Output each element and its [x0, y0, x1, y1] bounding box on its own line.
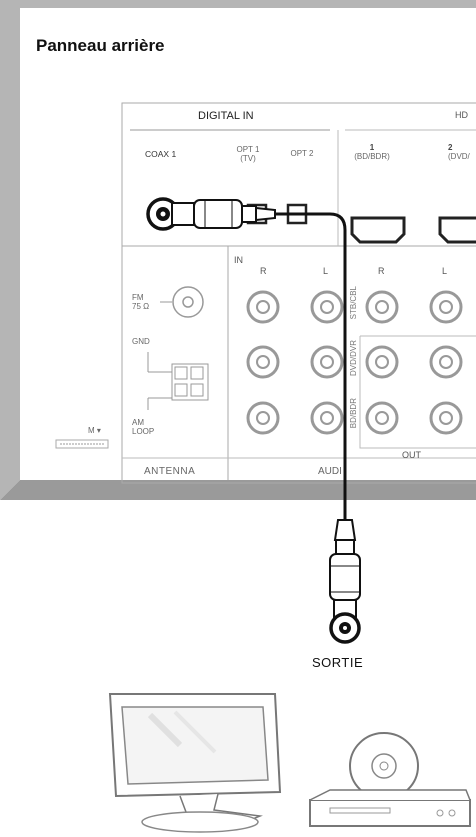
setup-mic-slot: [55, 439, 109, 449]
hdmi-in2-source: (DVD/: [448, 152, 470, 161]
am-terminal: [147, 352, 209, 410]
mic-label-text: M: [88, 426, 95, 435]
fm-label-line1: FM: [132, 293, 144, 302]
output-jack: [329, 612, 361, 644]
hdmi-heading: HD: [455, 110, 468, 120]
output-label: SORTIE: [312, 655, 364, 670]
coax-cable: [275, 212, 347, 520]
audio-l2-label: L: [442, 266, 448, 276]
am-label-line1: AM: [132, 418, 144, 427]
hdmi-port-2: [438, 216, 476, 244]
antenna-section-label: ANTENNA: [144, 466, 196, 477]
opt1-label-line2: (TV): [240, 154, 256, 163]
fm-label-line2: 75 Ω: [132, 302, 150, 311]
audio-section-label: AUDI: [318, 466, 342, 477]
fm-antenna-connector: [160, 286, 204, 318]
opt1-label: OPT 1 (TV): [235, 145, 261, 163]
digital-in-heading: DIGITAL IN: [198, 110, 254, 122]
panel-title: Panneau arrière: [36, 36, 165, 55]
audio-l1-label: L: [323, 266, 329, 276]
hdmi-in1-label: 1 (BD/BDR): [352, 143, 392, 161]
mic-arrow-icon: ▾: [96, 426, 101, 435]
coax-plug-vertical: [329, 519, 361, 619]
audio-in-label: IN: [234, 255, 243, 265]
opt2-label: OPT 2: [290, 149, 314, 158]
audio-r1-label: R: [260, 266, 267, 276]
hdmi-in1-source: (BD/BDR): [354, 152, 390, 161]
am-label-line2: LOOP: [132, 427, 155, 436]
opt1-label-line1: OPT 1: [236, 145, 260, 154]
fm-antenna-label: FM 75 Ω: [132, 293, 149, 311]
gnd-label: GND: [132, 337, 150, 346]
audio-row-bdbdr: BD/BDR: [349, 398, 358, 429]
am-loop-label: AM LOOP: [132, 418, 154, 436]
dvd-player-icon: [309, 732, 471, 827]
hdmi-in2-label: 2 (DVD/: [448, 143, 476, 161]
audio-row-stbcbl: STB/CBL: [349, 286, 358, 320]
tv-icon: [108, 693, 282, 833]
hdmi-in1-number: 1: [369, 143, 375, 152]
coax-jack: [146, 197, 180, 231]
hdmi-port-1: [350, 216, 406, 244]
coax1-label: COAX 1: [145, 149, 177, 159]
hdmi-in2-number: 2: [448, 143, 453, 152]
audio-jack-grid: [246, 290, 463, 435]
mic-label: M ▾: [88, 426, 101, 435]
coax-plug-horizontal: [171, 199, 276, 229]
audio-row-dvddvr: DVD/DVR: [349, 340, 358, 377]
audio-out-label: OUT: [402, 450, 421, 460]
audio-r2-label: R: [378, 266, 385, 276]
rear-panel: [0, 0, 476, 500]
